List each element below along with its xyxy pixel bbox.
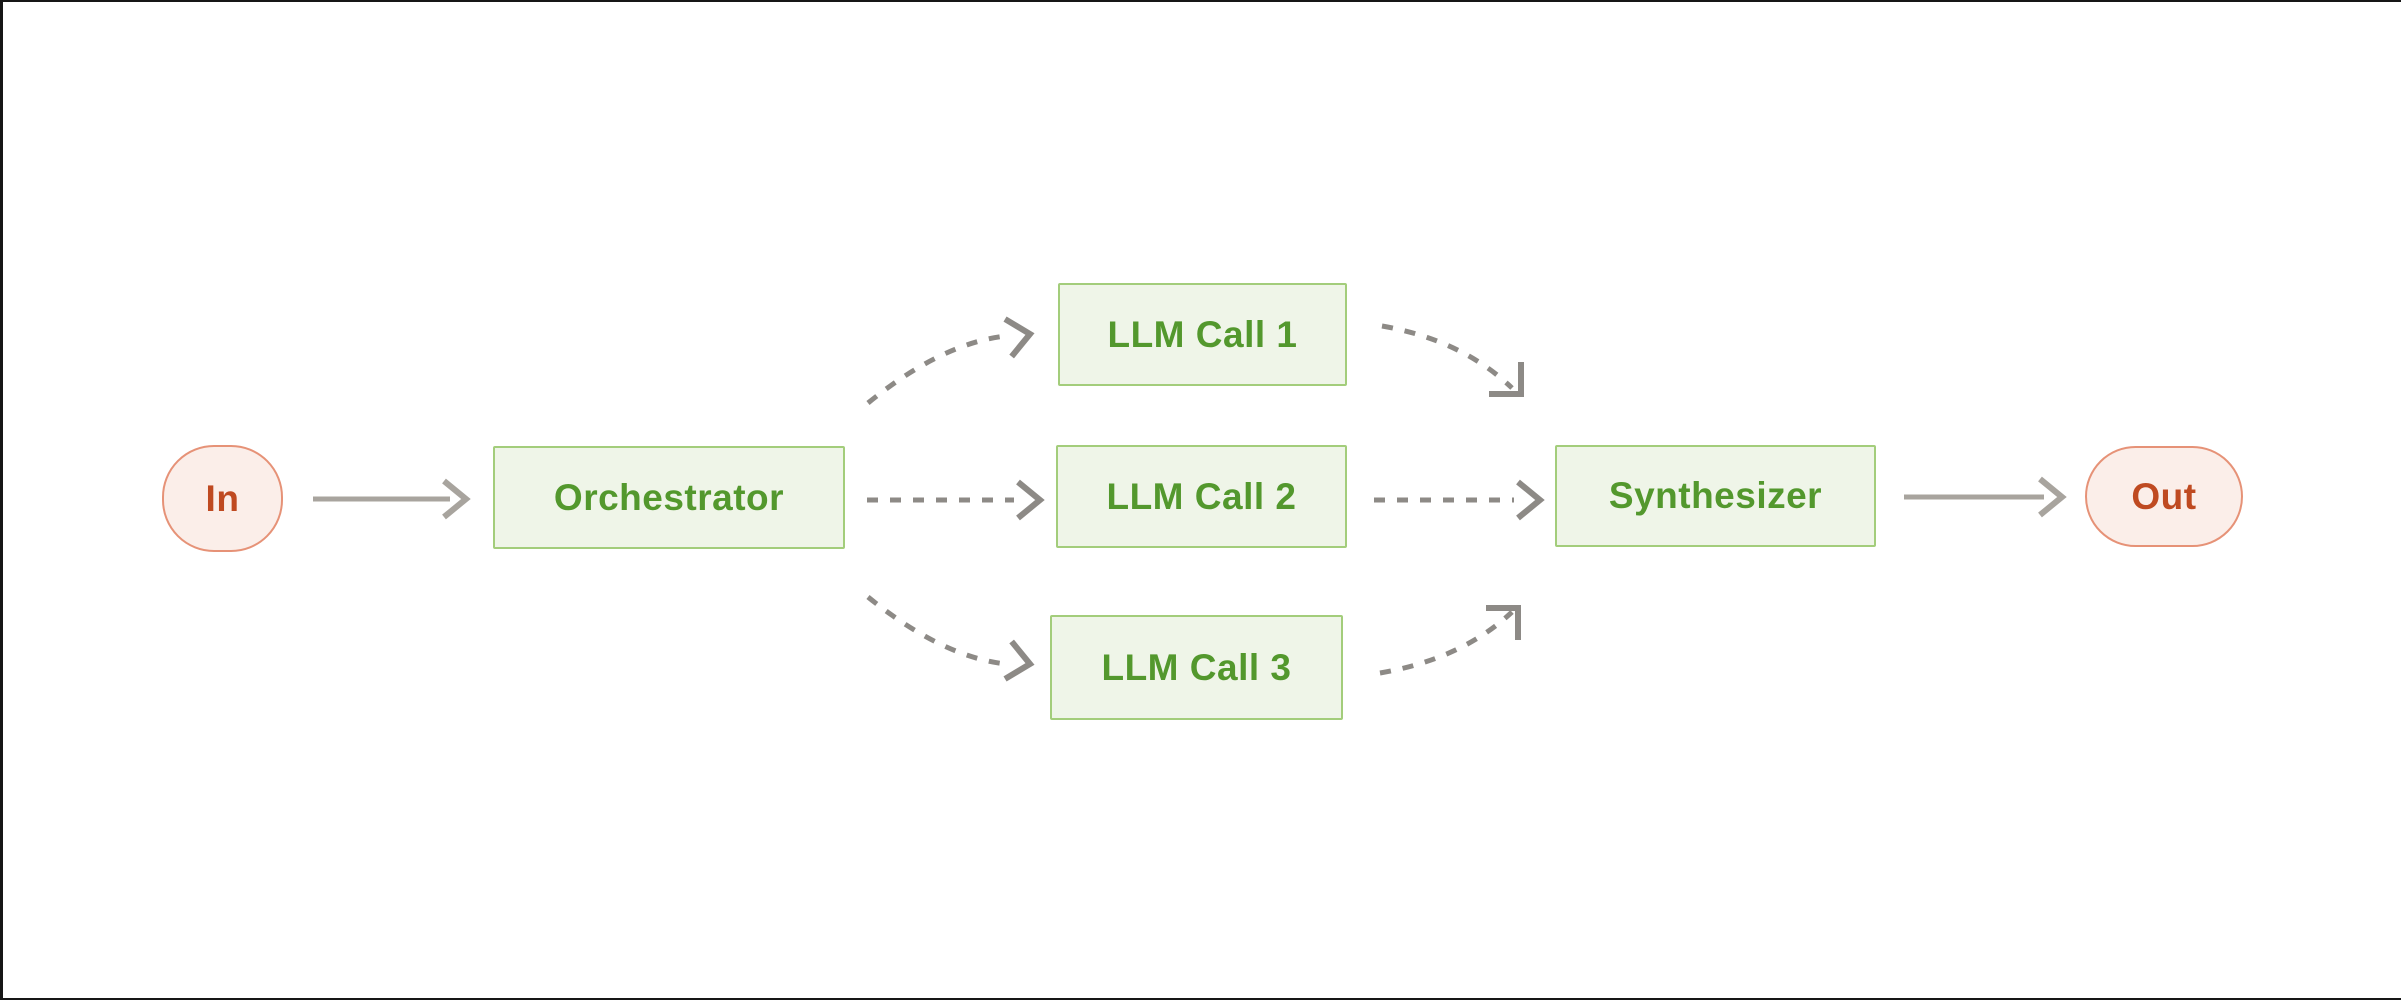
node-llm-call-2-label: LLM Call 2 [1106,475,1297,517]
arrowhead-icon [1516,479,1545,521]
node-orchestrator-label: Orchestrator [553,476,785,518]
node-out-label: Out [2131,475,2197,517]
node-orchestrator: Orchestrator [493,446,845,549]
edge-llm3-synthesizer [1379,605,1521,676]
edge-synthesizer-out [1904,476,2067,518]
arrowhead-icon [1016,479,1045,521]
edge-llm2-synthesizer [1374,479,1545,521]
node-llm-call-1: LLM Call 1 [1058,283,1347,386]
arrowhead-icon [1489,362,1524,397]
node-out: Out [2085,446,2243,547]
edge-llm1-synthesizer [1381,323,1524,397]
node-in: In [162,445,283,552]
edge-orchestrator-llm3 [866,595,1035,682]
arrowhead-icon [2038,476,2067,518]
arrowhead-icon [442,478,471,520]
node-llm-call-1-label: LLM Call 1 [1107,313,1298,355]
edge-in-orchestrator [313,478,471,520]
arrowhead-icon [1486,605,1521,640]
node-in-label: In [205,477,240,519]
node-llm-call-3-label: LLM Call 3 [1101,646,1292,688]
edge-orchestrator-llm1 [866,316,1035,405]
node-llm-call-3: LLM Call 3 [1050,615,1343,720]
node-synthesizer-label: Synthesizer [1608,475,1823,516]
arrowhead-icon [1003,316,1035,359]
node-llm-call-2: LLM Call 2 [1056,445,1347,548]
node-synthesizer: Synthesizer [1555,445,1876,547]
arrowhead-icon [1003,639,1035,682]
edge-orchestrator-llm2 [867,479,1045,521]
